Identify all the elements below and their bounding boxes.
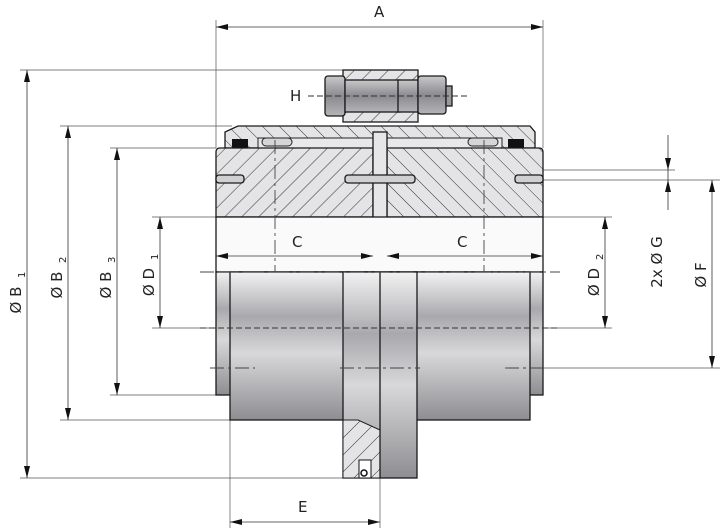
dimension-lines xyxy=(24,24,715,525)
dim-label-c-left: C xyxy=(292,233,302,251)
g-text: 2x Ø G xyxy=(648,236,666,287)
d1-text: Ø D xyxy=(140,268,158,296)
b3-text: Ø B xyxy=(97,272,115,299)
dim-label-c-right: C xyxy=(457,233,467,251)
dim-label-b3: Ø B 3 xyxy=(97,257,118,299)
d2-text: Ø D xyxy=(585,268,603,296)
dim-label-d1: Ø D 1 xyxy=(140,254,161,296)
hub-section xyxy=(215,131,544,273)
dim-label-a: A xyxy=(374,3,385,21)
b2-text: Ø B xyxy=(48,272,66,299)
f-text: Ø F xyxy=(692,262,710,287)
seal-right xyxy=(508,139,524,149)
dim-label-g: 2x Ø G xyxy=(648,236,666,287)
drain-plug xyxy=(308,69,470,123)
d1-sub: 1 xyxy=(150,254,161,260)
b1-text: Ø B xyxy=(7,287,25,314)
dimension-labels: A H C C E Ø B 1 Ø B 2 Ø B 3 Ø D 1 Ø D 2 … xyxy=(7,3,710,516)
dim-label-h: H xyxy=(290,87,301,105)
extension-lines xyxy=(20,20,720,528)
hub-exterior xyxy=(215,216,544,479)
b1-sub: 1 xyxy=(17,272,28,278)
seal-left xyxy=(232,139,248,149)
dim-label-f: Ø F xyxy=(692,262,710,287)
dim-label-e: E xyxy=(298,498,307,516)
d2-sub: 2 xyxy=(595,254,606,260)
dim-label-b2: Ø B 2 xyxy=(48,257,69,299)
dim-label-b1: Ø B 1 xyxy=(7,272,28,314)
dim-label-d2: Ø D 2 xyxy=(585,254,606,296)
b3-sub: 3 xyxy=(107,257,118,263)
b2-sub: 2 xyxy=(58,257,69,263)
center-lines xyxy=(200,140,560,369)
